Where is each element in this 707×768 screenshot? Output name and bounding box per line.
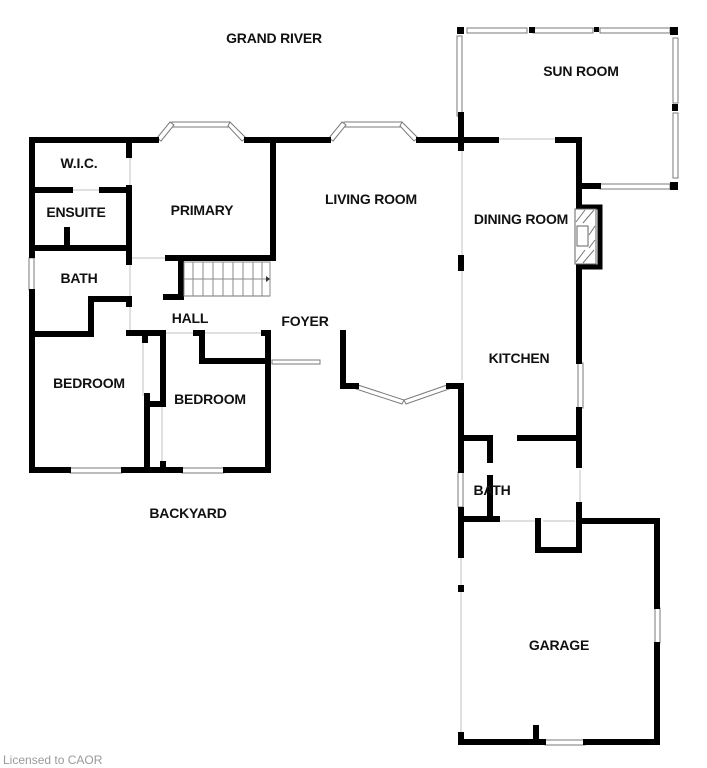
- license-credit: Licensed to CAOR: [3, 753, 103, 767]
- room-label-bath-east: BATH: [473, 482, 511, 498]
- room-label-bath-west: BATH: [60, 270, 98, 286]
- staircase: [183, 261, 271, 297]
- room-label-garage: GARAGE: [528, 637, 590, 653]
- windows: [28, 27, 679, 746]
- room-label-bedroom-2: BEDROOM: [174, 391, 246, 407]
- room-label-kitchen: KITCHEN: [488, 350, 550, 366]
- fireplace: [574, 204, 603, 270]
- room-label-bedroom-1: BEDROOM: [53, 375, 125, 391]
- exterior-label-backyard: BACKYARD: [149, 505, 227, 521]
- room-label-ensuite: ENSUITE: [46, 204, 106, 220]
- exterior-label-grand-river: GRAND RIVER: [226, 30, 322, 46]
- room-label-dining-room: DINING ROOM: [473, 211, 569, 227]
- room-label-primary: PRIMARY: [170, 202, 234, 218]
- walls: [29, 112, 660, 745]
- room-label-hall: HALL: [171, 310, 209, 326]
- room-label-living-room: LIVING ROOM: [325, 191, 417, 207]
- wall-posts: [457, 27, 678, 190]
- room-label-wic: W.I.C.: [60, 155, 98, 171]
- room-label-sun-room: SUN ROOM: [543, 63, 619, 79]
- room-label-foyer: FOYER: [281, 313, 329, 329]
